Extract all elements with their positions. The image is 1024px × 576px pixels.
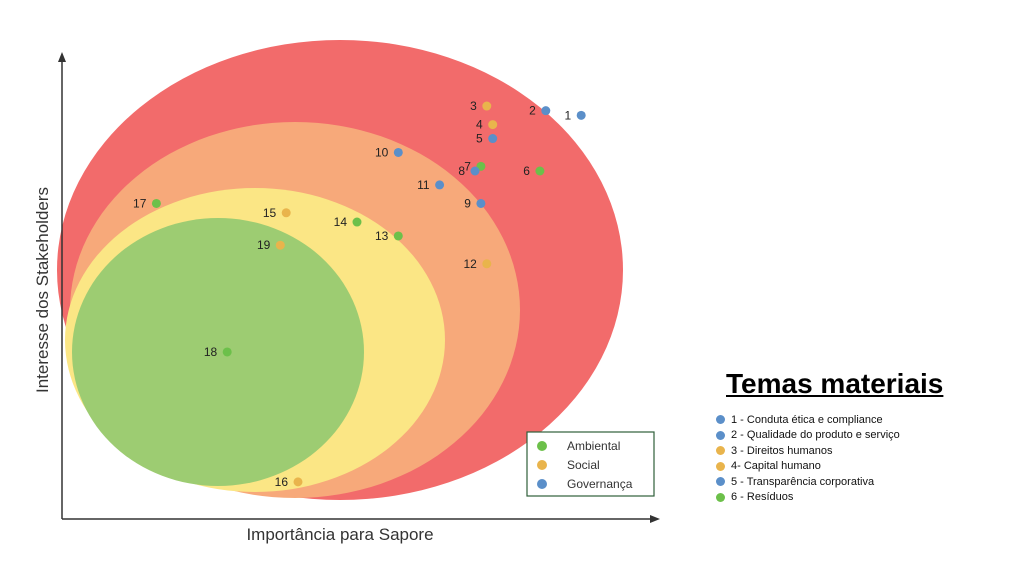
materiality-chart: Importância para Sapore Interesse dos St… [33, 40, 660, 544]
material-themes-panel: Temas materiais 1 - Conduta ética e comp… [716, 368, 1016, 505]
data-point-13 [393, 231, 403, 241]
theme-dot-icon [716, 477, 725, 487]
data-point-label: 2 [529, 104, 536, 118]
axes: Importância para Sapore Interesse dos St… [33, 52, 660, 544]
data-point-2 [541, 106, 551, 116]
data-point-12 [482, 259, 492, 269]
theme-item: 6 - Resíduos [716, 490, 1016, 506]
data-point-label: 15 [263, 206, 277, 220]
data-point-14 [352, 217, 362, 227]
legend-marker-governanca [537, 479, 547, 489]
priority-zones [57, 40, 623, 500]
data-point-label: 4 [476, 118, 483, 132]
y-axis-title: Interesse dos Stakeholders [33, 187, 52, 393]
legend-box [526, 431, 655, 497]
theme-text: 1 - Conduta ética e compliance [731, 413, 883, 426]
theme-dot-icon [716, 492, 725, 502]
theme-item: 5 - Transparência corporativa [716, 474, 1016, 490]
theme-text: 2 - Qualidade do produto e serviço [731, 429, 900, 442]
theme-dot-icon [716, 461, 725, 471]
data-point-label: 1 [565, 108, 572, 122]
legend-marker-ambiental [537, 441, 547, 451]
theme-item: 2 - Qualidade do produto e serviço [716, 428, 1016, 444]
x-axis-title: Importância para Sapore [246, 525, 433, 544]
data-point-5 [488, 134, 498, 144]
theme-dot-icon [716, 446, 725, 456]
data-point-label: 9 [464, 196, 471, 210]
data-point-8 [470, 166, 480, 176]
panel-title: Temas materiais [726, 368, 944, 399]
data-point-label: 12 [463, 257, 477, 271]
data-point-label: 17 [133, 196, 147, 210]
data-point-19 [275, 240, 285, 250]
themes-list: 1 - Conduta ética e compliance 2 - Quali… [716, 412, 1016, 505]
theme-item: 3 - Direitos humanos [716, 443, 1016, 459]
x-axis-arrow [650, 515, 660, 523]
data-point-label: 19 [257, 238, 271, 252]
data-point-4 [488, 120, 498, 130]
legend-marker-social [537, 460, 547, 470]
data-point-11 [435, 180, 445, 190]
data-point-label: 8 [458, 164, 465, 178]
data-point-label: 11 [417, 178, 430, 192]
data-point-3 [482, 101, 492, 111]
theme-text: 4- Capital humano [731, 460, 821, 473]
theme-item: 1 - Conduta ética e compliance [716, 412, 1016, 428]
theme-text: 6 - Resíduos [731, 491, 794, 504]
data-point-15 [281, 208, 291, 218]
data-point-1 [576, 110, 586, 120]
data-point-label: 5 [476, 132, 483, 146]
data-point-label: 10 [375, 145, 389, 159]
legend-label-social: Social [567, 458, 600, 472]
theme-item: 4- Capital humano [716, 459, 1016, 475]
data-point-label: 16 [275, 475, 289, 489]
theme-dot-icon [716, 430, 725, 440]
legend-label-governanca: Governança [567, 477, 633, 491]
data-point-label: 6 [523, 164, 530, 178]
legend-label-ambiental: Ambiental [567, 439, 620, 453]
data-point-17 [151, 198, 161, 208]
data-point-6 [535, 166, 545, 176]
data-point-label: 3 [470, 99, 477, 113]
data-point-9 [476, 198, 486, 208]
data-point-10 [393, 147, 403, 157]
data-point-label: 13 [375, 229, 389, 243]
data-point-16 [293, 477, 303, 487]
y-axis-arrow [58, 52, 66, 62]
data-point-label: 14 [334, 215, 348, 229]
theme-text: 5 - Transparência corporativa [731, 475, 875, 488]
data-point-18 [222, 347, 232, 357]
theme-dot-icon [716, 415, 725, 425]
zone-green [72, 218, 364, 486]
data-point-label: 18 [204, 345, 218, 359]
legend: Ambiental Social Governança [526, 431, 655, 497]
data-point-label: 7 [464, 159, 471, 173]
theme-text: 3 - Direitos humanos [731, 444, 833, 457]
